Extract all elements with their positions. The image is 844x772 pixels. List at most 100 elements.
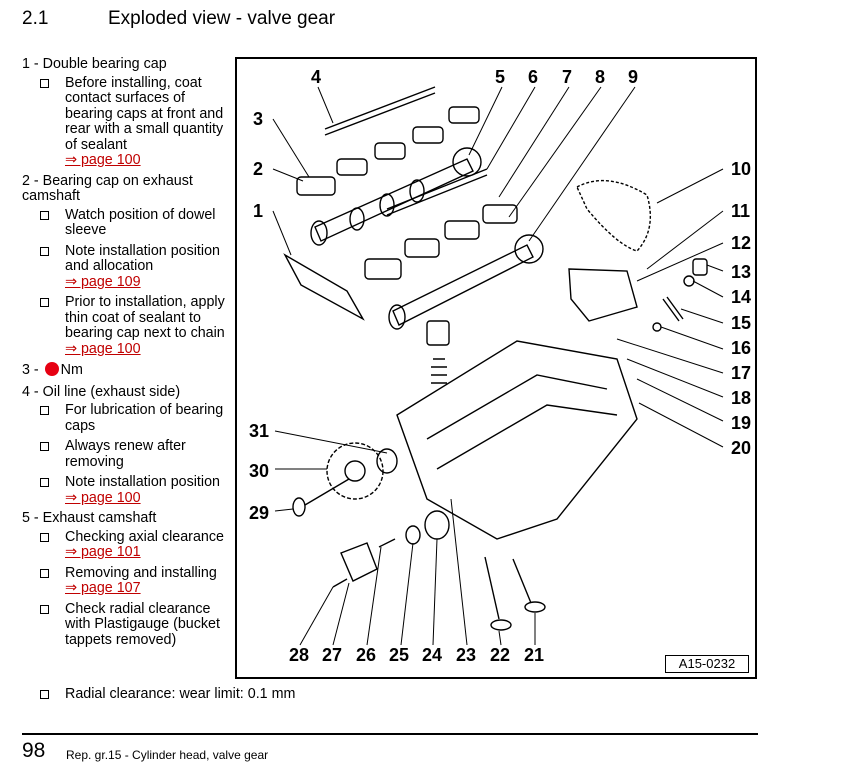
list-item: 3 - Nm [22,362,232,379]
bullet: Before installing, coat contact surfaces… [22,74,232,169]
chain-shape [576,179,651,252]
checkbox-bullet-icon [40,690,49,699]
callout-24: 24 [422,645,442,665]
page-link[interactable]: ⇒ page 107 [65,580,141,596]
oil-line-shape [324,86,436,130]
page-link[interactable]: ⇒ page 109 [65,273,141,290]
bullet: Radial clearance: wear limit: 0.1 mm [22,686,422,702]
callout-17: 17 [731,363,751,383]
bullet-text: Always renew after removing [65,438,186,470]
bullet: Note installation position ⇒ page 100 [22,474,232,506]
footer-text: Rep. gr.15 - Cylinder head, valve gear [66,748,269,762]
callout-19: 19 [731,413,751,433]
callout-15: 15 [731,313,751,333]
chain-tensioner-shape [568,268,638,322]
page-link[interactable]: ⇒ page 100 [65,152,141,168]
torque-dot-icon [44,362,59,376]
callout-22: 22 [490,645,510,665]
callout-27: 27 [322,645,342,665]
bullet: Watch position of dowel sleeve [22,206,232,239]
callout-21: 21 [524,645,544,665]
checkbox-bullet-icon [40,78,49,88]
callout-13: 13 [731,262,751,282]
callout-10: 10 [731,159,751,179]
checkbox-bullet-icon [40,604,49,614]
checkbox-bullet-icon [40,478,49,487]
exploded-view-diagram: 1 2 3 4 5 6 7 8 9 10 11 12 13 14 15 16 1… [235,57,757,679]
bullet: Prior to installation, apply thin coat o… [22,294,232,357]
footer-divider [22,733,758,735]
cylinder-head-shape [396,340,638,540]
callout-11: 11 [731,201,750,221]
bullet-text: Note installation position and allocatio… [65,242,220,274]
callout-1: 1 [253,201,263,221]
bullet-text: Checking axial clearance [65,528,224,545]
callout-29: 29 [249,503,269,523]
checkbox-bullet-icon [40,406,49,415]
bullet-text: Note installation position [65,474,220,490]
callout-4: 4 [311,67,321,87]
item-heading: 2 - Bearing cap on exhaust camshaft [22,172,193,204]
item-heading: 1 - Double bearing cap [22,56,167,72]
callout-labels: 1 2 3 4 5 6 7 8 9 10 11 12 13 14 15 16 1… [249,67,751,665]
bullet-text: Watch position of dowel sleeve [65,206,216,238]
callout-30: 30 [249,461,269,481]
page-link[interactable]: ⇒ page 100 [65,340,141,357]
callout-28: 28 [289,645,309,665]
checkbox-bullet-icon [40,210,49,220]
diagram-drawing [272,86,724,646]
callout-9: 9 [628,67,638,87]
list-item: 4 - Oil line (exhaust side) For lubricat… [22,383,232,507]
callout-20: 20 [731,438,751,458]
item-unit: Nm [60,362,83,378]
bullet-text: For lubrication of bearing caps [65,402,224,434]
list-item: 2 - Bearing cap on exhaust camshaft Watc… [22,172,232,358]
item-heading: 3 - [22,362,39,378]
page-number: 98 [22,739,46,762]
checkbox-bullet-icon [40,442,49,451]
bullet-text: Removing and installing [65,564,217,581]
callout-16: 16 [731,338,751,358]
list-item: 5 - Exhaust camshaft Checking axial clea… [22,510,232,649]
checkbox-bullet-icon [40,298,49,307]
camshaft-shape [314,158,474,242]
checkbox-bullet-icon [40,532,49,542]
bullet: Checking axial clearance ⇒ page 101 [22,528,232,561]
callout-25: 25 [389,645,409,665]
checkbox-bullet-icon [40,568,49,578]
bearing-cap-shape [296,176,336,196]
callout-7: 7 [562,67,572,87]
callout-12: 12 [731,233,751,253]
callout-6: 6 [528,67,538,87]
bullet-text: Radial clearance: wear limit: 0.1 mm [65,686,296,702]
callout-3: 3 [253,109,263,129]
double-bearing-cap-shape [283,253,365,321]
bullet-text: Check radial clearance with Plastigauge … [65,600,220,648]
callout-18: 18 [731,388,751,408]
item-heading: 4 - Oil line (exhaust side) [22,383,181,400]
section-number: 2.1 [22,8,49,29]
page-link[interactable]: ⇒ page 100 [65,489,141,506]
list-item: 1 - Double bearing cap Before installing… [22,56,232,169]
callout-26: 26 [356,645,376,665]
callout-8: 8 [595,67,605,87]
bullet: Removing and installing⇒ page 107 [22,564,232,597]
bullet: Check radial clearance with Plastigauge … [22,600,232,649]
bullet-text: Before installing, coat contact surfaces… [65,74,224,153]
callout-2: 2 [253,159,263,179]
callout-31: 31 [249,421,269,441]
bullet-text: Prior to installation, apply thin coat o… [65,294,225,341]
parts-list: 1 - Double bearing cap Before installing… [22,56,232,653]
sprocket-shape [326,442,384,500]
bullet: Always renew after removing [22,438,232,470]
bullet: Note installation position and allocatio… [22,242,232,291]
callout-23: 23 [456,645,476,665]
page-link[interactable]: ⇒ page 101 [65,544,141,560]
item-heading: 5 - Exhaust camshaft [22,510,157,526]
checkbox-bullet-icon [40,246,49,256]
callout-5: 5 [495,67,505,87]
callout-14: 14 [731,287,751,307]
page-title: Exploded view - valve gear [108,8,336,29]
bullet: For lubrication of bearing caps [22,402,232,434]
figure-reference: A15-0232 [665,655,749,673]
